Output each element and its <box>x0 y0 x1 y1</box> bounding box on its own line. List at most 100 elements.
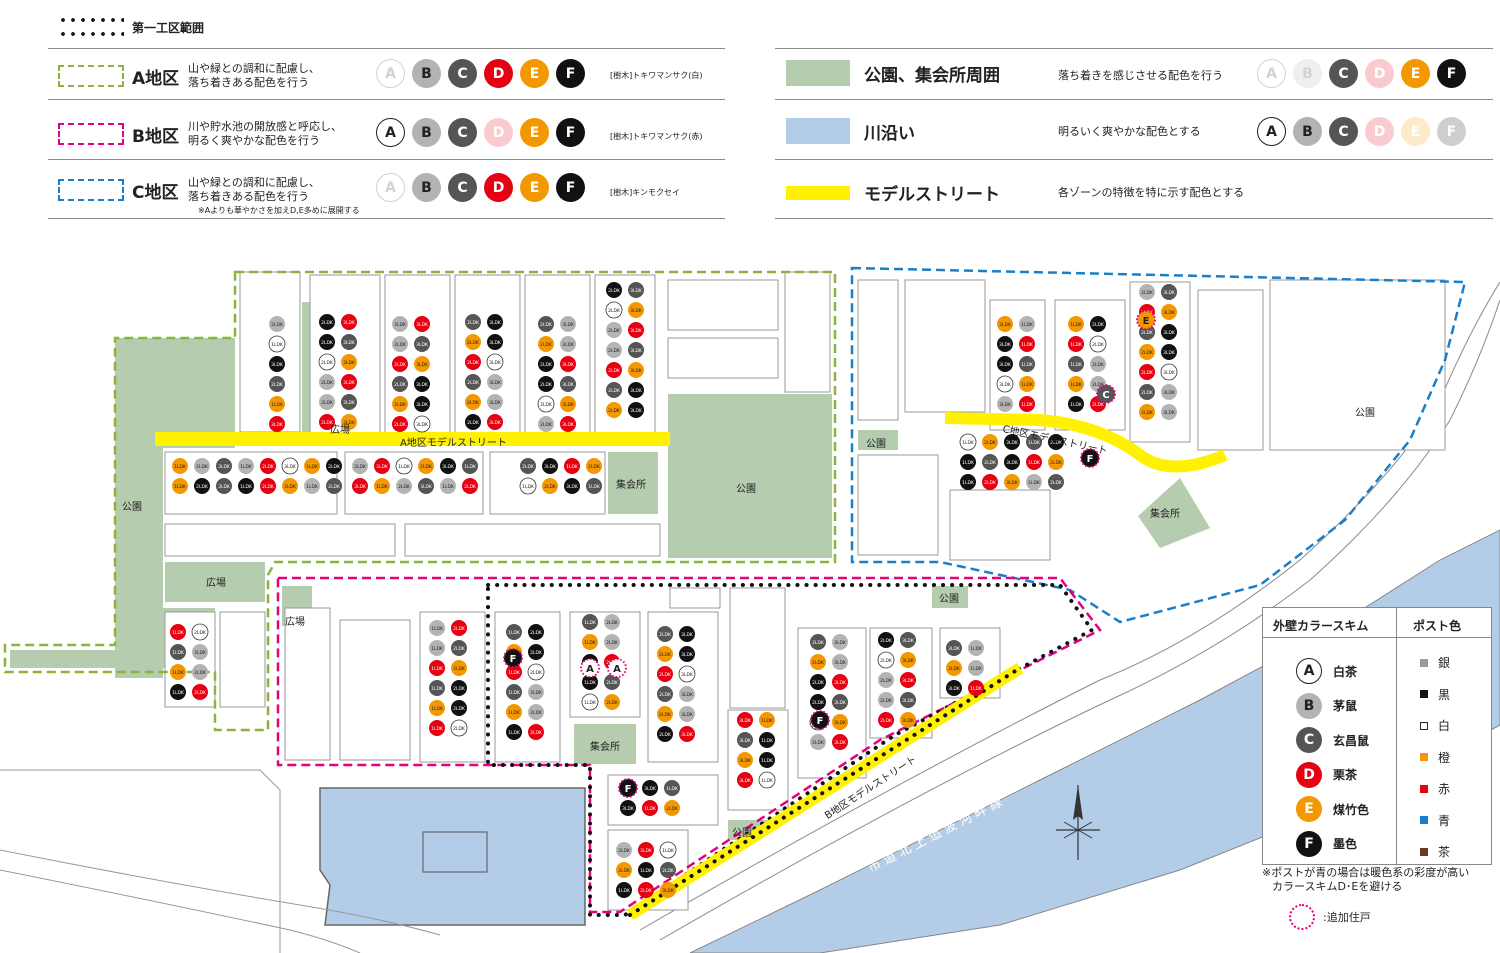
house-lot <box>192 684 208 700</box>
house-lot <box>1090 356 1106 372</box>
house-lot <box>1161 324 1177 340</box>
house-lot-code: 2LDK <box>608 328 621 334</box>
house-lot <box>605 301 623 319</box>
house-lot-code: 3LDK <box>948 666 961 672</box>
house-lot-code: 2LDK <box>321 360 334 366</box>
area-river-name: 川沿い <box>864 123 915 144</box>
house-lot <box>192 664 208 680</box>
house-lot-code: 1LDK <box>240 484 253 490</box>
house-lot-code: 1LDK <box>1028 480 1041 486</box>
house-lot-code: 2LDK <box>262 484 275 490</box>
house-lot <box>679 646 695 662</box>
house-lot-code: 1LDK <box>1021 382 1034 388</box>
house-lot <box>606 402 622 418</box>
house-lot <box>560 396 576 412</box>
post-note-line2: カラースキムD･Eを避ける <box>1272 880 1403 893</box>
house-lot <box>1161 404 1177 420</box>
house-lot <box>1161 304 1177 320</box>
house-lot-code: 1LDK <box>566 464 579 470</box>
house-lot-code: 3LDK <box>562 362 575 368</box>
house-lot <box>429 660 445 676</box>
house-lot-code: 2LDK <box>453 626 466 632</box>
house-lot-code: 1LDK <box>584 620 597 626</box>
house-lot <box>1161 384 1177 400</box>
zone-a-swatch <box>58 65 124 87</box>
house-lot <box>759 732 775 748</box>
reservoir <box>319 787 586 926</box>
house-lot-code: 2LDK <box>608 368 621 374</box>
area-park-legend: 公園、集会所周囲 <box>786 60 1054 86</box>
chip-f: F <box>1437 59 1466 88</box>
house-lot <box>506 684 522 700</box>
house-lot-code: 3LDK <box>271 422 284 428</box>
house-lot-code: 3LDK <box>902 698 915 704</box>
house-lot <box>946 680 962 696</box>
house-lot-code: 1LDK <box>584 680 597 686</box>
scheme-name: 白茶 <box>1333 664 1358 679</box>
house-lot-code: 1LDK <box>618 888 631 894</box>
post-row: 茶 <box>1420 843 1450 860</box>
house-lot-code: 1LDK <box>431 726 444 732</box>
area-park-desc: 落ち着きを感じさせる配色を行う <box>1058 69 1223 82</box>
house-lot-code: 2LDK <box>522 464 535 470</box>
house-lot <box>832 654 848 670</box>
house-lot-code: 1LDK <box>306 484 319 490</box>
house-lot-code: 1LDK <box>1021 402 1034 408</box>
house-lot-code: 3LDK <box>1006 480 1019 486</box>
house-lot <box>487 414 503 430</box>
zone-c-boundary <box>850 266 1467 624</box>
house-lot-code: 2LDK <box>608 388 621 394</box>
house-lot-code: 3LDK <box>562 342 575 348</box>
house-lot-code: 3LDK <box>376 464 389 470</box>
house-lot <box>352 458 368 474</box>
added-house-marker-label: A <box>586 664 594 675</box>
house-lot <box>269 416 285 432</box>
chip-f: F <box>556 173 585 202</box>
house-lot-code: 3LDK <box>739 738 752 744</box>
house-lot-code: 3LDK <box>681 672 694 678</box>
house-lot-code: 2LDK <box>194 690 207 696</box>
house-lot <box>269 356 285 372</box>
area-street-name: モデルストリート <box>864 185 1000 205</box>
post-name: 赤 <box>1438 782 1451 796</box>
house-lot-code: 3LDK <box>489 340 502 346</box>
house-lot-code: 2LDK <box>606 620 619 626</box>
house-lot-code: 3LDK <box>562 382 575 388</box>
house-lot-code: 3LDK <box>681 652 694 658</box>
house-lot-code: 3LDK <box>489 420 502 426</box>
post-swatch <box>1420 753 1428 761</box>
house-lot <box>392 376 408 392</box>
area-river-legend: 川沿い <box>786 118 1054 144</box>
house-lot-code: 2LDK <box>540 362 553 368</box>
house-lot <box>759 752 775 768</box>
house-lot-code: 2LDK <box>1141 290 1154 296</box>
house-lot <box>968 680 984 696</box>
house-lot <box>616 862 632 878</box>
added-house-marker-label: F <box>817 716 824 727</box>
house-lot <box>900 672 916 688</box>
house-lot <box>679 706 695 722</box>
house-lot <box>1004 454 1020 470</box>
house-lot <box>465 374 481 390</box>
label-park-c-east: 公園 <box>1355 408 1375 419</box>
house-lot <box>564 478 580 494</box>
house-lot <box>604 614 620 630</box>
street-b <box>626 662 1024 921</box>
house-lot-code: 2LDK <box>271 322 284 328</box>
house-lot <box>997 316 1013 332</box>
house-lot-code: 2LDK <box>394 342 407 348</box>
house-lot-code: 3LDK <box>999 402 1012 408</box>
house-lot <box>465 334 481 350</box>
house-lot <box>759 712 775 728</box>
chip-d: D <box>484 59 513 88</box>
house-lot <box>374 478 390 494</box>
legend-divider <box>775 218 1493 219</box>
house-lot-code: 1LDK <box>644 806 657 812</box>
house-lot-code: 1LDK <box>240 464 253 470</box>
house-lot-code: 2LDK <box>530 670 543 676</box>
zone-a-desc-line1: 山や緑との調和に配慮し、 <box>188 62 320 75</box>
house-lot <box>341 314 357 330</box>
house-lot <box>657 666 673 682</box>
chip-b: B <box>1293 59 1322 88</box>
